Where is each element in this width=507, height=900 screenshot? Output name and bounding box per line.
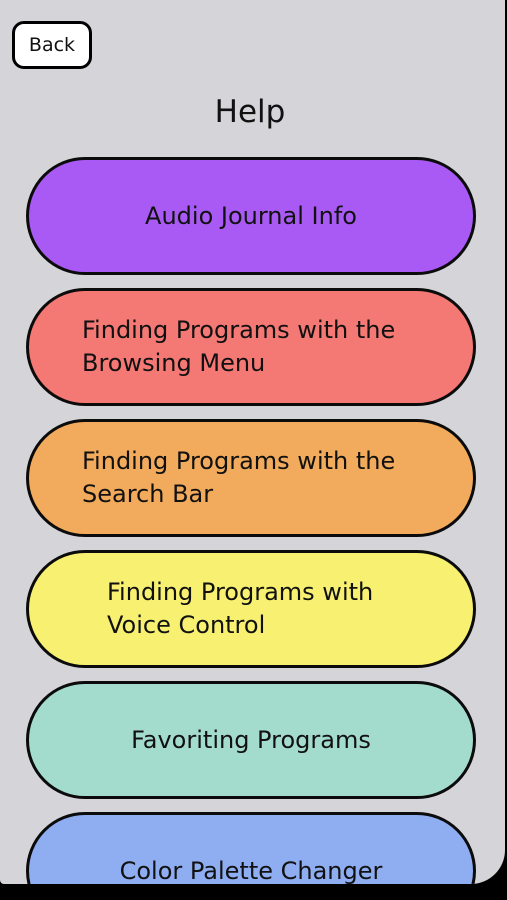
page-title: Help [214,94,286,130]
help-item-label: Finding Programs with the Search Bar [82,447,396,508]
help-item-voice-control[interactable]: Finding Programs with Voice Control [26,550,476,668]
help-item-favoriting-programs[interactable]: Favoriting Programs [26,681,476,799]
help-item-browsing-menu[interactable]: Finding Programs with the Browsing Menu [26,288,476,406]
help-item-label: Favoriting Programs [131,725,371,754]
back-button[interactable]: Back [12,21,92,69]
help-item-label: Finding Programs with the Browsing Menu [82,316,396,377]
help-item-search-bar[interactable]: Finding Programs with the Search Bar [26,419,476,537]
help-screen: Back Help Audio Journal Info Finding Pro… [0,0,505,884]
help-item-color-palette-changer[interactable]: Color Palette Changer [26,812,476,884]
help-item-label: Finding Programs with Voice Control [107,578,374,639]
screen-bottom-edge [0,884,507,900]
back-button-label: Back [28,34,76,56]
help-item-label: Audio Journal Info [145,201,357,230]
help-item-audio-journal-info[interactable]: Audio Journal Info [26,157,476,275]
help-item-label: Color Palette Changer [119,856,383,885]
